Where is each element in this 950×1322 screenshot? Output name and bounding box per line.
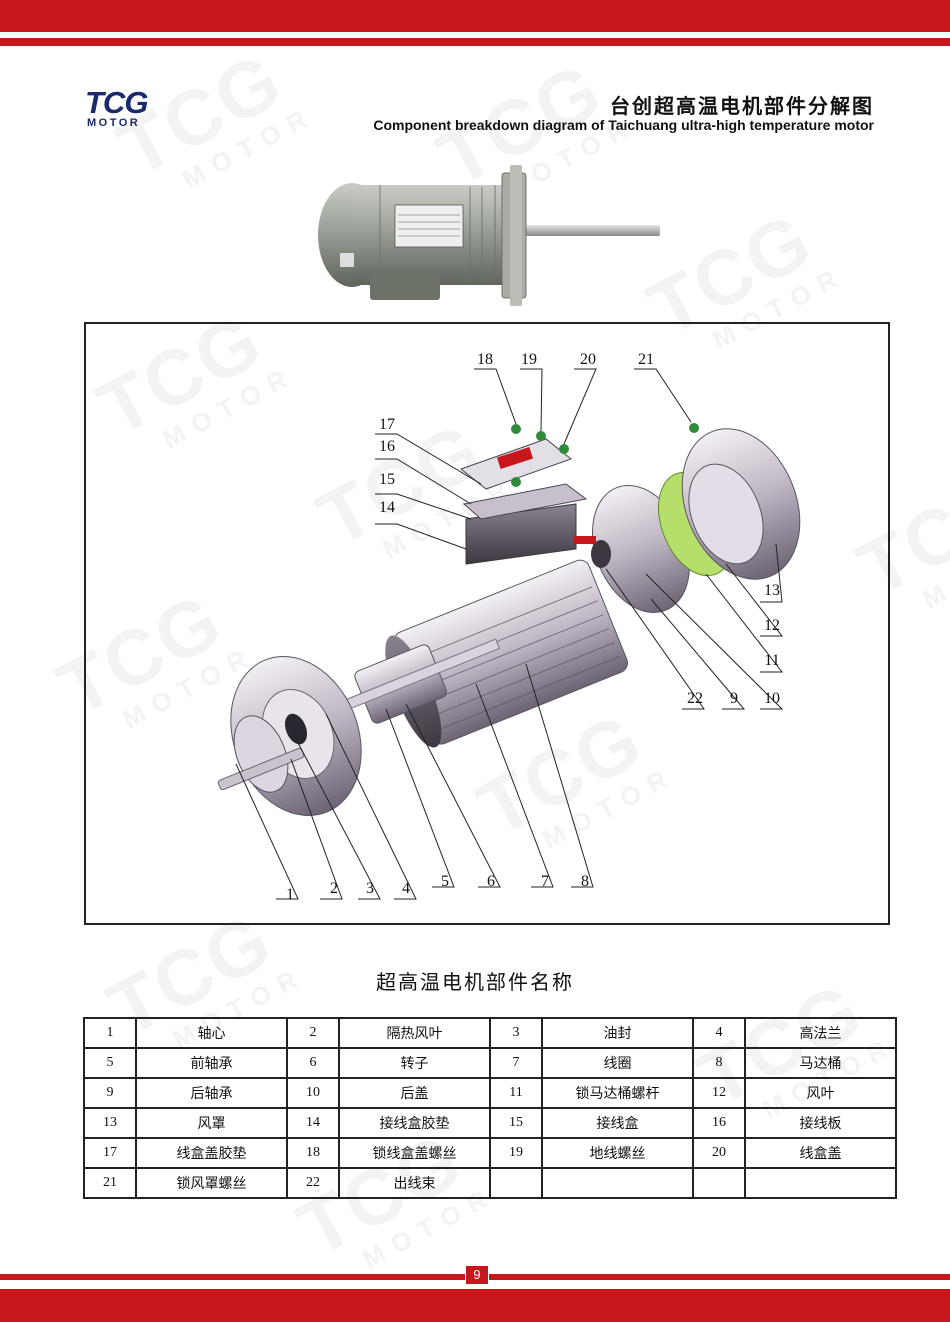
callout-5: 5	[441, 873, 449, 890]
part-name-cell: 接线板	[744, 1107, 897, 1139]
exploded-diagram-illustration	[217, 368, 801, 900]
callout-12: 12	[764, 617, 780, 634]
part-number-cell: 9	[83, 1077, 137, 1109]
motor-photo	[318, 165, 660, 306]
part-number-cell: 19	[489, 1137, 543, 1169]
part-name-cell: 转子	[338, 1047, 491, 1079]
part-number-cell: 7	[489, 1047, 543, 1079]
part-name-cell: 轴心	[135, 1017, 288, 1049]
part-name-cell: 接线盒胶垫	[338, 1107, 491, 1139]
part-number-cell: 10	[286, 1077, 340, 1109]
part-name-cell: 出线束	[338, 1167, 491, 1199]
top-bar-thin	[0, 38, 950, 46]
callout-9: 9	[730, 690, 738, 707]
part-name-cell: 线盒盖	[744, 1137, 897, 1169]
callout-21: 21	[638, 351, 654, 368]
part-number-cell: 4	[692, 1017, 746, 1049]
callout-22: 22	[687, 690, 703, 707]
callout-16: 16	[379, 438, 395, 455]
callout-7: 7	[541, 873, 549, 890]
parts-table-title: 超高温电机部件名称	[376, 970, 574, 994]
part-number-cell: 13	[83, 1107, 137, 1139]
part-number-cell	[692, 1167, 746, 1199]
part-name-cell: 高法兰	[744, 1017, 897, 1049]
part-name-cell: 锁风罩螺丝	[135, 1167, 288, 1199]
part-number-cell: 12	[692, 1077, 746, 1109]
part-name-cell: 后盖	[338, 1077, 491, 1109]
part-number-cell: 11	[489, 1077, 543, 1109]
logo-subtext: MOTOR	[87, 117, 141, 129]
part-name-cell: 线盒盖胶垫	[135, 1137, 288, 1169]
part-number-cell	[489, 1167, 543, 1199]
part-number-cell: 21	[83, 1167, 137, 1199]
part-name-cell: 马达桶	[744, 1047, 897, 1079]
callout-2: 2	[330, 880, 338, 897]
callout-6: 6	[487, 873, 495, 890]
part-number-cell: 6	[286, 1047, 340, 1079]
page-number: 9	[465, 1265, 489, 1285]
page-title-english: Component breakdown diagram of Taichuang…	[373, 117, 874, 133]
part-number-cell: 8	[692, 1047, 746, 1079]
callout-13: 13	[764, 582, 780, 599]
top-bar-thick	[0, 0, 950, 32]
page-title-chinese: 台创超高温电机部件分解图	[610, 94, 874, 118]
part-number-cell: 3	[489, 1017, 543, 1049]
part-name-cell: 风叶	[744, 1077, 897, 1109]
callout-4: 4	[402, 880, 410, 897]
callout-1: 1	[286, 886, 294, 903]
part-number-cell: 16	[692, 1107, 746, 1139]
part-number-cell: 14	[286, 1107, 340, 1139]
part-name-cell: 接线盒	[541, 1107, 694, 1139]
part-name-cell: 油封	[541, 1017, 694, 1049]
part-name-cell: 前轴承	[135, 1047, 288, 1079]
part-number-cell: 17	[83, 1137, 137, 1169]
part-name-cell: 锁线盒盖螺丝	[338, 1137, 491, 1169]
callout-17: 17	[379, 416, 395, 433]
part-number-cell: 5	[83, 1047, 137, 1079]
part-name-cell: 地线螺丝	[541, 1137, 694, 1169]
callout-10: 10	[764, 690, 780, 707]
part-name-cell: 后轴承	[135, 1077, 288, 1109]
bottom-bar-thick	[0, 1289, 950, 1322]
callout-19: 19	[521, 351, 537, 368]
part-number-cell: 20	[692, 1137, 746, 1169]
part-number-cell: 22	[286, 1167, 340, 1199]
part-number-cell: 18	[286, 1137, 340, 1169]
part-number-cell: 2	[286, 1017, 340, 1049]
exploded-diagram	[84, 322, 890, 925]
part-number-cell: 1	[83, 1017, 137, 1049]
callout-14: 14	[379, 499, 395, 516]
logo-wordmark: TCG	[85, 85, 148, 120]
callout-18: 18	[477, 351, 493, 368]
part-name-cell: 锁马达桶螺杆	[541, 1077, 694, 1109]
part-name-cell	[541, 1167, 694, 1199]
callout-8: 8	[581, 873, 589, 890]
brand-logo: TCG MOTOR	[85, 85, 148, 129]
part-name-cell: 风罩	[135, 1107, 288, 1139]
part-name-cell: 线圈	[541, 1047, 694, 1079]
callout-3: 3	[366, 880, 374, 897]
part-name-cell: 隔热风叶	[338, 1017, 491, 1049]
part-number-cell: 15	[489, 1107, 543, 1139]
callout-11: 11	[764, 652, 780, 669]
part-name-cell	[744, 1167, 897, 1199]
callout-15: 15	[379, 471, 395, 488]
callout-20: 20	[580, 351, 596, 368]
